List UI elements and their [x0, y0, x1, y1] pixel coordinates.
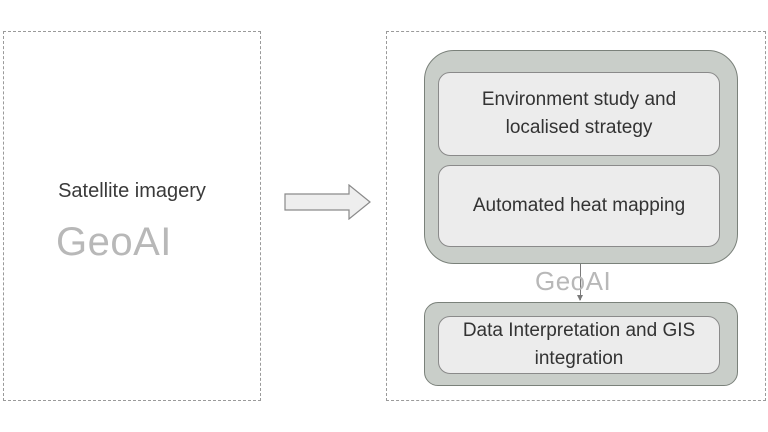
- data-interpretation-box: Data Interpretation and GIS integration: [438, 316, 720, 374]
- environment-study-box: Environment study and localised strategy: [438, 72, 720, 156]
- right-arrow-icon: [284, 184, 371, 220]
- heat-mapping-box: Automated heat mapping: [438, 165, 720, 247]
- flow-connector: [580, 264, 581, 300]
- arrowhead-icon: [577, 295, 583, 301]
- geoai-watermark-left: GeoAI: [56, 220, 172, 264]
- geoai-process-panel: [386, 31, 766, 401]
- satellite-imagery-panel: Satellite imagery GeoAI: [3, 31, 261, 401]
- satellite-imagery-label: Satellite imagery: [58, 180, 206, 202]
- geoai-watermark-center: GeoAI: [535, 266, 612, 296]
